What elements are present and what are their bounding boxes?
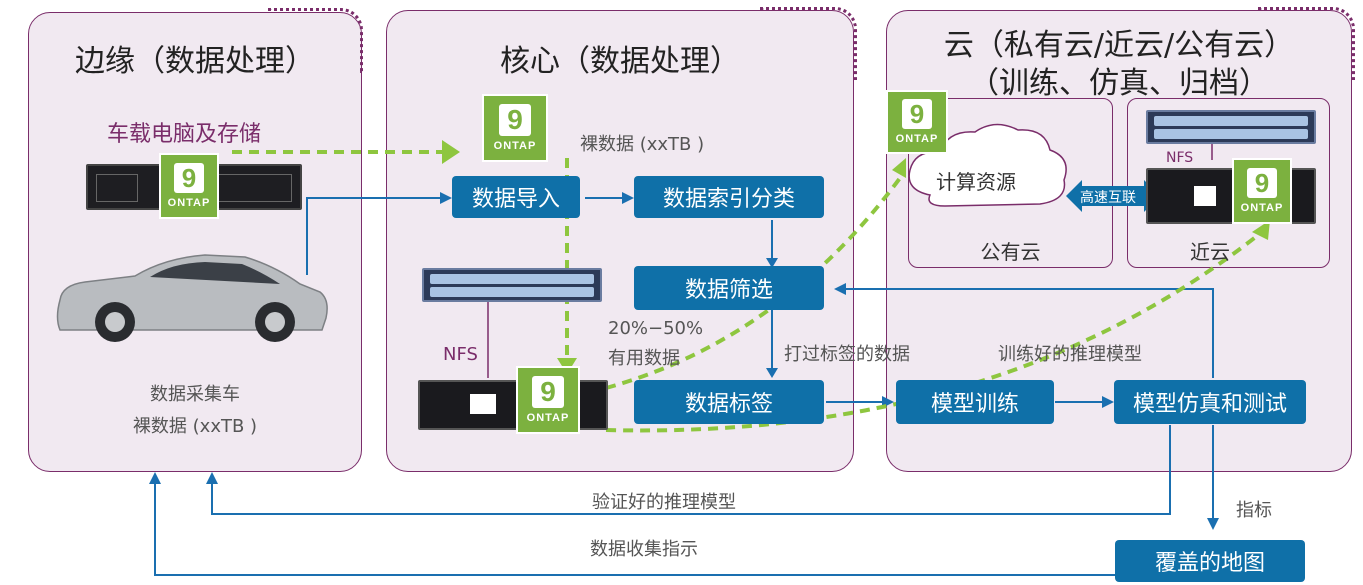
- cloud-storage-shelf: [1146, 110, 1316, 144]
- ontap-logo-near-cloud: 9 ONTAP: [1232, 158, 1292, 224]
- core-to-public-path: [605, 176, 902, 390]
- interconnect-label: 高速互联: [1080, 190, 1136, 206]
- cloud-icon: [908, 123, 1067, 207]
- arrowhead-metrics: [1207, 518, 1219, 530]
- ontap-logo-core-bottom: 9 ONTAP: [516, 366, 580, 434]
- edge-title: 边缘（数据处理）: [75, 44, 315, 79]
- sim-to-filter-line: [846, 288, 1214, 378]
- coverage-map-box: 覆盖的地图: [1115, 540, 1305, 582]
- near-cloud-label: 近云: [1190, 240, 1230, 264]
- model-sim-test-box: 模型仿真和测试: [1114, 380, 1306, 424]
- green-arrowhead-near: [1252, 220, 1270, 240]
- arrowhead-sim: [1102, 396, 1114, 408]
- core-storage-shelf: [422, 268, 602, 302]
- cloud-dotted-corner: [1258, 7, 1355, 80]
- core-title: 核心（数据处理）: [500, 44, 740, 79]
- arrowhead-edge-collection: [149, 472, 161, 484]
- edge-caption-line1: 数据采集车: [150, 384, 240, 405]
- public-cloud-label: 公有云: [980, 240, 1041, 264]
- edge-caption-line2: 裸数据 (xxTB ): [132, 416, 258, 437]
- ontap-logo-public-cloud: 9 ONTAP: [886, 90, 948, 154]
- core-dotted-corner: [760, 7, 857, 80]
- interconnect-arrow: [1066, 180, 1160, 212]
- validated-model-label: 验证好的推理模型: [592, 492, 736, 513]
- car-icon: [56, 254, 328, 342]
- percent-label-line2: 有用数据: [608, 348, 680, 369]
- car-to-import-line: [306, 197, 440, 275]
- arrowhead-edge-validated: [206, 472, 218, 484]
- data-label-box: 数据标签: [634, 380, 824, 424]
- trained-model-label: 训练好的推理模型: [998, 344, 1142, 365]
- data-import-box: 数据导入: [452, 176, 580, 218]
- ontap-logo-core-top: 9 ONTAP: [482, 94, 548, 162]
- nfs-label-core: NFS: [443, 344, 478, 365]
- compute-label: 计算资源: [936, 170, 1016, 194]
- arrowhead-filter-feedback: [834, 283, 846, 295]
- cloud-title-line1: 云（私有云/近云/公有云）: [943, 28, 1295, 63]
- arrowhead-import: [440, 192, 452, 204]
- percent-label-line1: 20%−50%: [608, 318, 704, 339]
- raw-data-label: 裸数据 (xxTB ): [580, 134, 705, 155]
- nfs-label-cloud: NFS: [1166, 150, 1194, 166]
- edge-subtitle: 车载电脑及存储: [107, 122, 262, 147]
- arrowhead-filter: [766, 258, 778, 268]
- cloud-title-line2: （训练、仿真、归档）: [969, 66, 1269, 101]
- flow-lines: [154, 142, 1214, 576]
- data-filter-box: 数据筛选: [634, 266, 824, 310]
- collection-line: [154, 482, 1115, 576]
- labeled-data-label: 打过标签的数据: [784, 344, 910, 365]
- data-index-box: 数据索引分类: [634, 176, 824, 218]
- green-arrowhead-public: [892, 158, 906, 178]
- edge-dotted-corner: [268, 8, 363, 73]
- arrowhead-label: [766, 368, 778, 378]
- validated-model-line: [211, 425, 1171, 515]
- arrowhead-index: [622, 192, 634, 204]
- collection-instructions-label: 数据收集指示: [590, 539, 698, 560]
- metrics-label: 指标: [1236, 500, 1272, 521]
- model-training-box: 模型训练: [896, 380, 1054, 424]
- green-arrowhead-core: [442, 140, 460, 164]
- ontap-logo-edge: 9 ONTAP: [159, 153, 219, 219]
